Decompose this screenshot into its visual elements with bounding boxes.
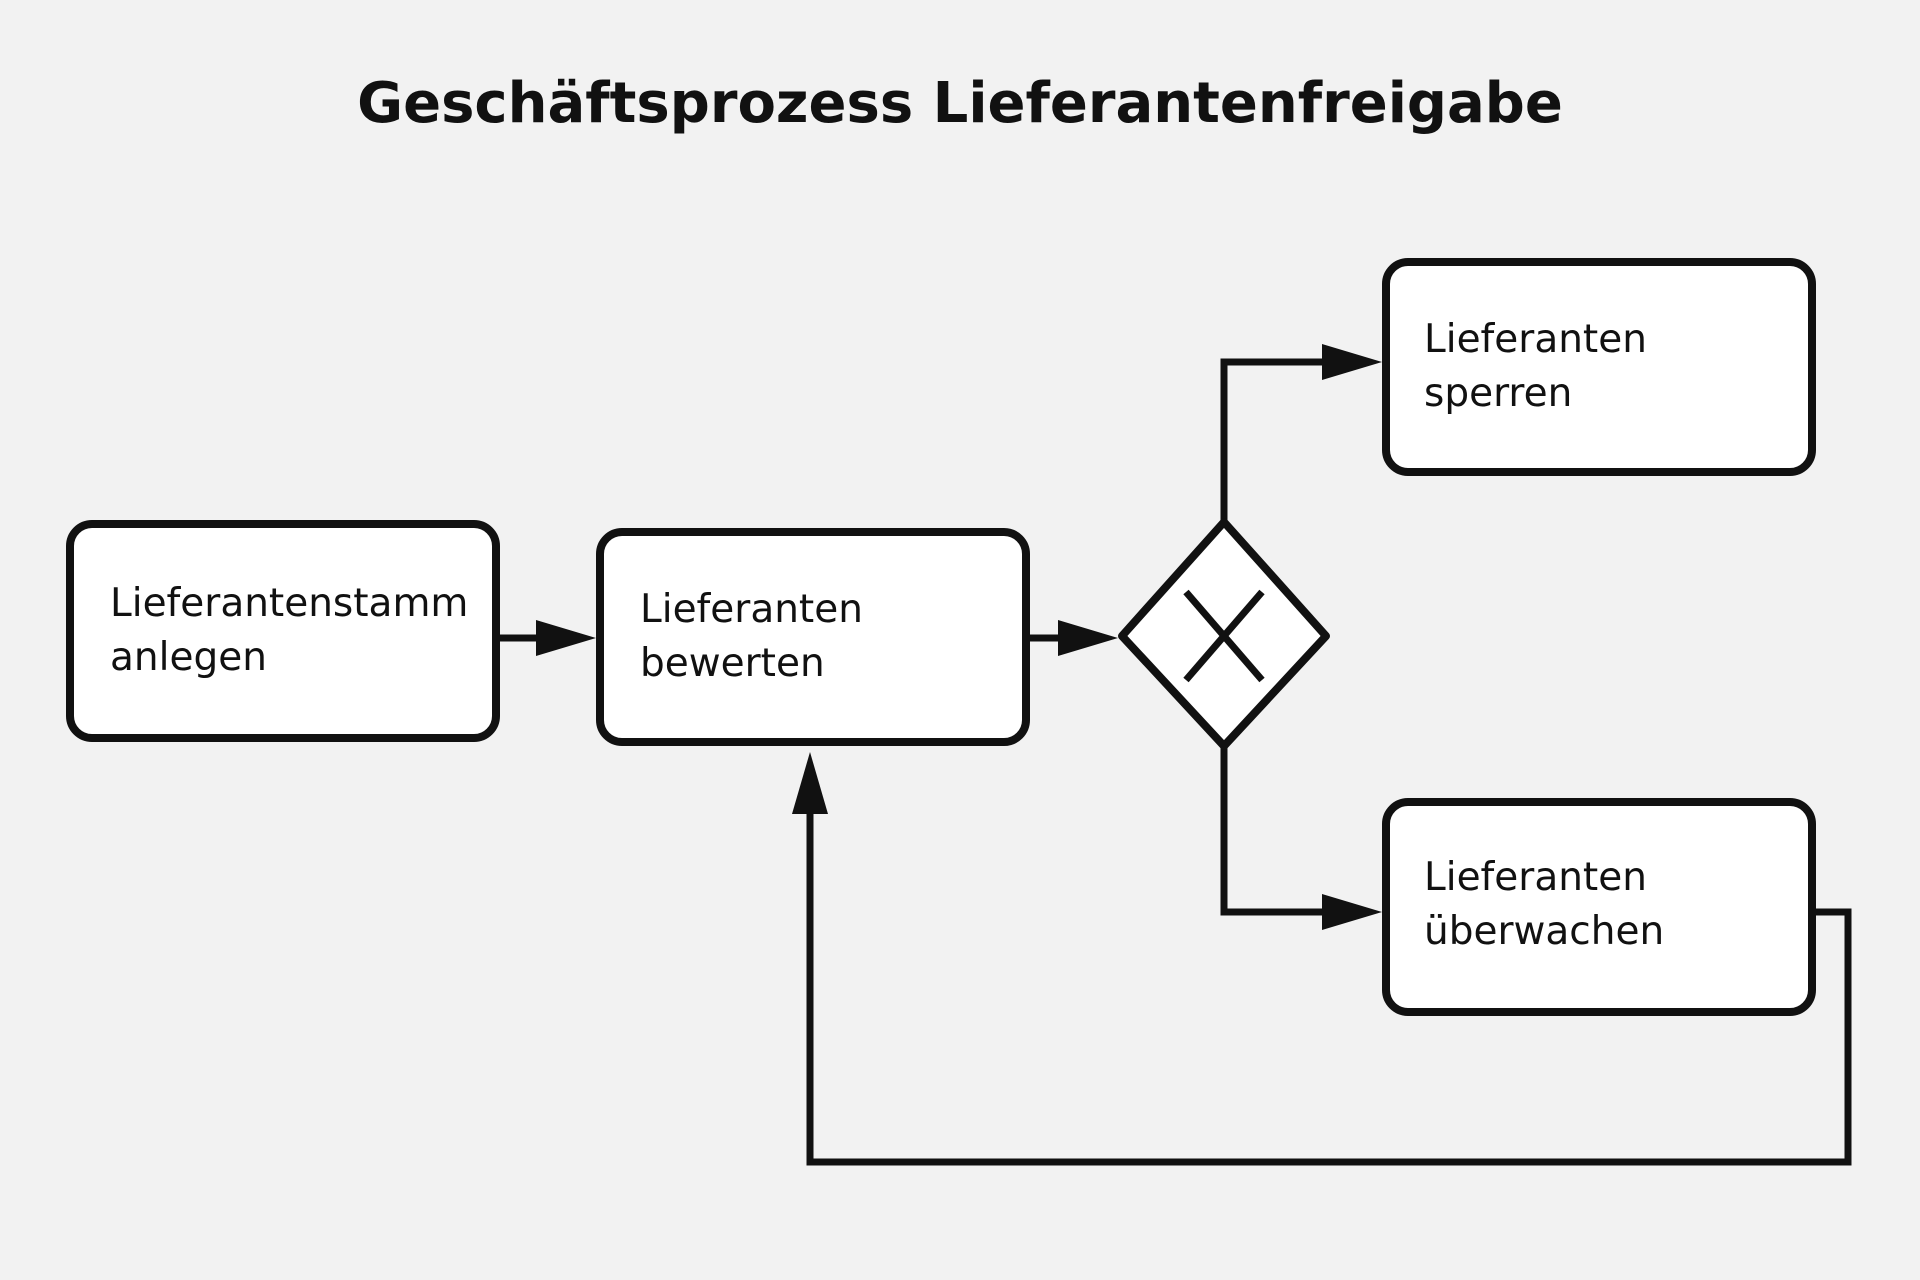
arrowhead <box>1322 894 1382 930</box>
node-box <box>66 520 500 742</box>
node-box <box>596 528 1030 746</box>
node-label-line-1: Lieferanten <box>640 587 863 632</box>
arrowhead <box>536 620 596 656</box>
node-label-line-1: Lieferantenstamm <box>110 581 468 626</box>
x-icon <box>1183 589 1265 683</box>
node-label-line-2: überwachen <box>1424 909 1664 954</box>
edge-line <box>806 810 1852 1166</box>
node-box <box>1382 798 1816 1016</box>
edges <box>496 344 1852 1166</box>
node-create-supplier-master[interactable]: Lieferantenstamm anlegen <box>66 520 500 742</box>
exclusive-gateway[interactable] <box>1118 518 1330 750</box>
edge-evaluate-to-gateway <box>1026 620 1118 656</box>
node-box <box>1382 258 1816 476</box>
node-block-supplier[interactable]: Lieferanten sperren <box>1382 258 1816 476</box>
node-evaluate-supplier[interactable]: Lieferanten bewerten <box>596 528 1030 746</box>
node-label-line-2: anlegen <box>110 635 267 680</box>
node-label-line-2: bewerten <box>640 641 825 686</box>
node-label-line-2: sperren <box>1424 371 1572 416</box>
node-label-line-1: Lieferanten <box>1424 317 1647 362</box>
edge-gateway-to-monitor <box>1220 746 1382 930</box>
diagram-title: Geschäftsprozess Lieferantenfreigabe <box>357 71 1563 136</box>
arrowhead <box>792 752 828 814</box>
arrowhead <box>1322 344 1382 380</box>
edge-line <box>1220 358 1324 522</box>
edge-monitor-to-evaluate <box>792 752 1852 1166</box>
node-label-line-1: Lieferanten <box>1424 855 1647 900</box>
node-monitor-supplier[interactable]: Lieferanten überwachen <box>1382 798 1816 1016</box>
arrowhead <box>1058 620 1118 656</box>
edge-line <box>1220 746 1324 916</box>
edge-gateway-to-block <box>1220 344 1382 522</box>
edge-create-to-evaluate <box>496 620 596 656</box>
